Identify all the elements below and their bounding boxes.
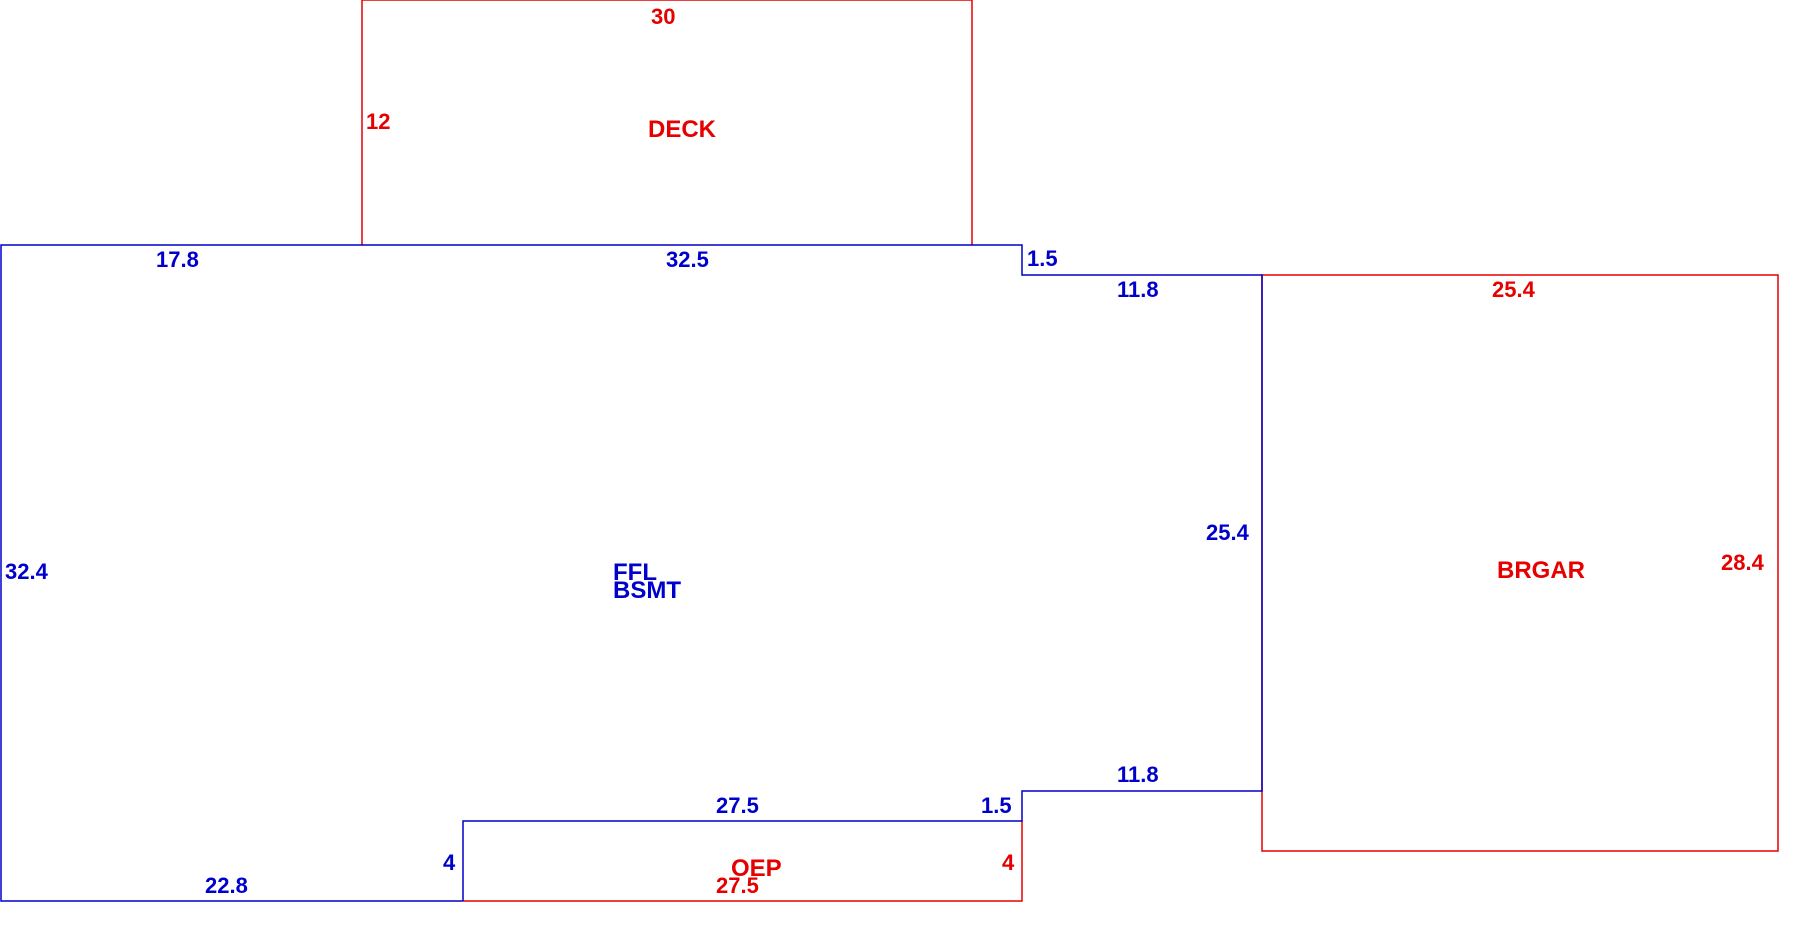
dim-main-top-mid: 32.5 [666, 247, 709, 272]
dim-main-jog-bottom: 11.8 [1117, 762, 1159, 787]
area-label-main-ffl: FFL [613, 559, 657, 586]
dim-main-step-bottom: 1.5 [981, 793, 1012, 818]
dim-main-step-top: 1.5 [1027, 246, 1058, 271]
dim-deck-top: 30 [651, 4, 675, 29]
dim-main-top-left: 17.8 [156, 247, 199, 272]
dim-porch-bottom: 27.5 [716, 873, 759, 898]
dim-garage-right: 28.4 [1721, 550, 1765, 575]
area-label-porch: OEP [731, 855, 782, 882]
dim-main-bottom: 22.8 [205, 873, 248, 898]
dim-main-notch-left: 4 [443, 850, 456, 875]
dim-main-right: 25.4 [1206, 520, 1250, 545]
area-label-main-bsmt: BSMT [613, 577, 681, 604]
deck-outline [361, 0, 973, 245]
dim-deck-left: 12 [366, 109, 390, 134]
dim-main-left: 32.4 [5, 559, 49, 584]
dim-garage-top: 25.4 [1492, 277, 1536, 302]
dim-porch-right: 4 [1002, 850, 1015, 875]
porch-outline [463, 821, 1023, 902]
area-label-garage: BRGAR [1497, 557, 1585, 584]
dim-main-jog-top: 11.8 [1117, 277, 1159, 302]
dim-main-notch-top: 27.5 [716, 793, 759, 818]
main-area-outline [0, 244, 1263, 902]
area-label-deck: DECK [648, 116, 717, 143]
